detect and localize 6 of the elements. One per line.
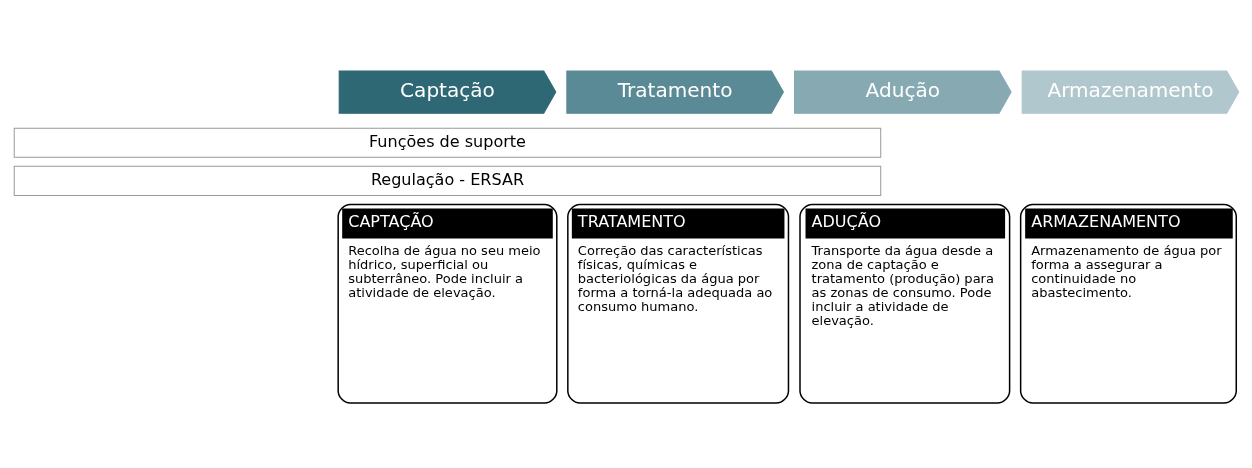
node-box: Regulação - ERSAR	[13, 165, 881, 196]
node-box: TRATAMENTO Correção das características físicas, químicas e bacteriológicas da água por forma a torná-la adequada ao consumo humano.	[566, 203, 789, 404]
node-box: CAPTAÇÃO Recolha de água no seu meio hídrico, superficial ou subterrâneo. Pode incluir a atividade de elevação.	[336, 203, 558, 404]
node-box: ARMAZENAMENTO Armazenamento de água por forma a assegurar a continuidade no abastecimento.	[1019, 203, 1237, 404]
node-box: Funções de suporte	[13, 127, 881, 158]
node-box: ADUÇÃO Transporte da água desde a zona de captação e tratamento (produção) para as zonas de consumo. Pode incluir a atividade de elevação.	[798, 203, 1010, 404]
